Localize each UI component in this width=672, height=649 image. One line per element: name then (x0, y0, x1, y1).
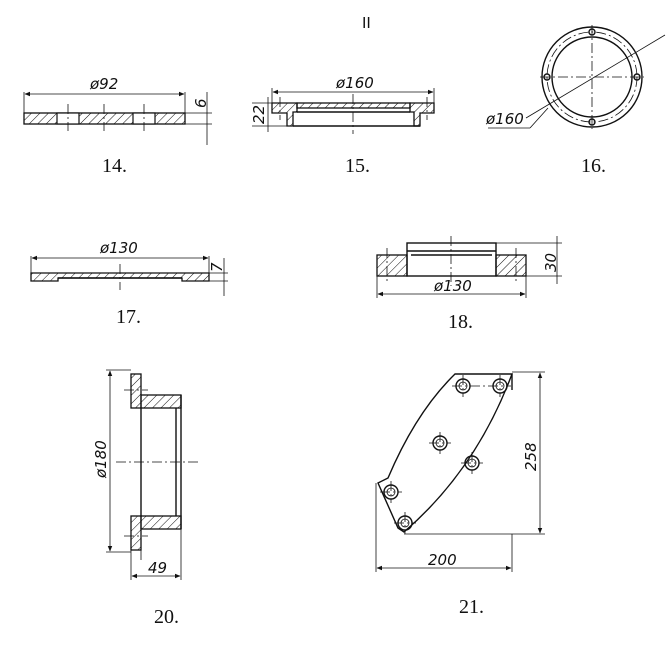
part-20-diameter: ø180 (92, 440, 110, 479)
part-15-section-left (271, 102, 298, 127)
part-15-caption: 15. (345, 155, 370, 177)
part-15-height: 22 (250, 105, 268, 124)
part-14-caption: 14. (102, 155, 127, 177)
part-14-diameter: ø92 (89, 75, 118, 93)
part-20-length: 49 (148, 559, 167, 577)
part-16-bolt-hole-bottom (588, 118, 596, 126)
part-18-diameter: ø130 (433, 277, 472, 295)
part-14-height: 6 (192, 98, 210, 108)
part-20-flange-bottom (130, 515, 142, 551)
part-18-hub (406, 242, 497, 277)
part-16-leader (525, 34, 666, 119)
part-20-wall-bottom (140, 515, 182, 530)
part-20-flange-top (130, 373, 142, 409)
part-18-height: 30 (542, 253, 560, 272)
part-16-bolt-hole-left (543, 73, 551, 81)
part-15-diameter: ø160 (335, 74, 374, 92)
part-21-height: 258 (522, 442, 540, 471)
section-mark: II (362, 14, 371, 32)
part-17-caption: 17. (116, 306, 141, 328)
part-20-wall-top (140, 394, 182, 409)
part-14: ø92 6 14. (23, 75, 212, 177)
part-21-width: 200 (428, 551, 457, 569)
part-21-bolt-holes (383, 378, 508, 531)
part-21: 258 200 21. (375, 371, 545, 618)
part-14-section (23, 112, 186, 125)
part-16-caption: 16. (581, 155, 606, 177)
part-16-bolt-hole-right (633, 73, 641, 81)
part-18-flange-left (376, 254, 408, 277)
part-21-caption: 21. (459, 596, 484, 618)
part-16: ø160 16. (485, 25, 666, 177)
part-16-bolt-hole-top (588, 28, 596, 36)
part-21-outline (377, 373, 514, 533)
part-15-section-right (409, 102, 435, 127)
part-18-flange-right (495, 254, 527, 277)
part-16-diameter: ø160 (485, 110, 524, 128)
part-17-diameter: ø130 (99, 239, 138, 257)
part-15: ø160 22 15. (250, 74, 435, 177)
part-18-caption: 18. (448, 311, 473, 333)
part-18: ø130 30 18. (376, 236, 562, 333)
part-17: ø130 7 17. (30, 239, 228, 328)
part-17-height: 7 (208, 262, 226, 272)
part-20: ø180 49 20. (92, 369, 200, 628)
part-20-caption: 20. (154, 606, 179, 628)
